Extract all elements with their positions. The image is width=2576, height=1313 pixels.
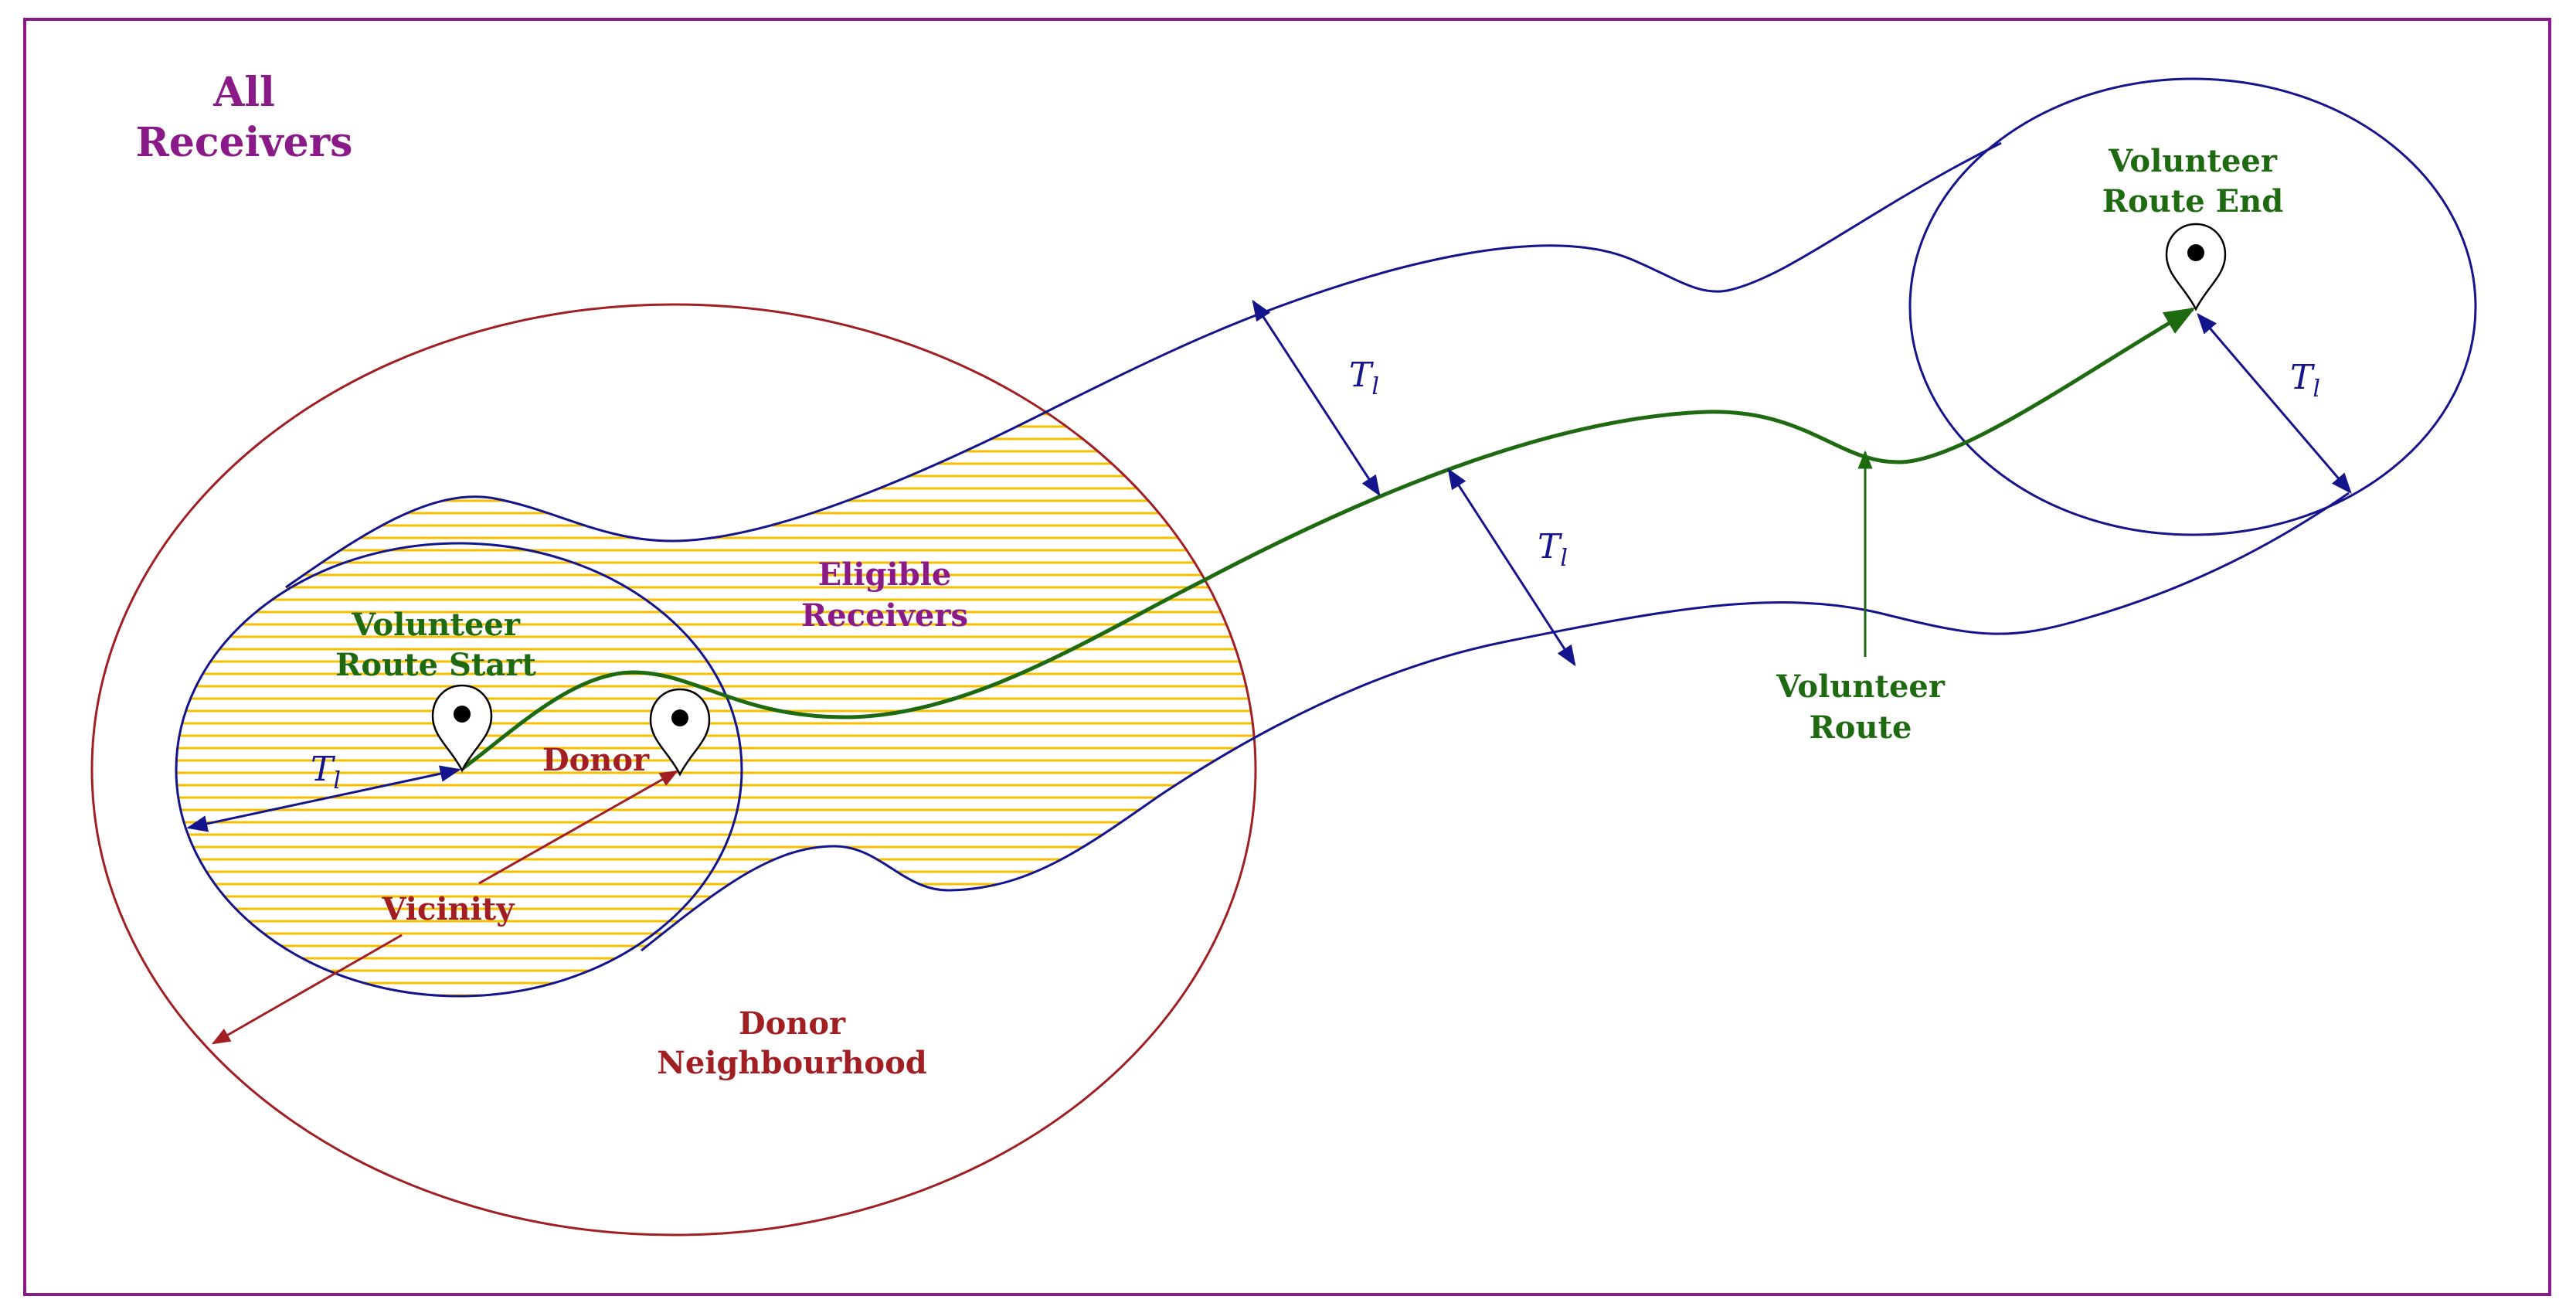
tolerance-label: Tl (2290, 358, 2320, 403)
vicinity-label: Vicinity (381, 891, 515, 927)
tolerance-arrow-corridor-2 (1447, 468, 1576, 667)
tolerance-label: Tl (311, 750, 341, 794)
tolerance-arrow-corridor-1 (1252, 299, 1381, 497)
volunteer-route-start-label-line1: Volunteer (351, 607, 521, 643)
donor-neighbourhood-label-line2: Neighbourhood (657, 1045, 927, 1081)
all-receivers-label: All Receivers (136, 69, 353, 166)
eligible-receivers-label-line2: Receivers (801, 597, 968, 634)
eligible-receivers-label-line1: Eligible (818, 556, 952, 593)
volunteer-route-start-circle (175, 542, 743, 998)
eligible-receivers-label: Eligible Receivers (801, 556, 968, 634)
tolerance-label: Tl (1538, 527, 1568, 572)
route-corridor-outline (285, 141, 2002, 589)
volunteer-route-end-label-line1: Volunteer (2108, 143, 2278, 179)
volunteer-route-label-line1: Volunteer (1776, 668, 1946, 705)
volunteer-route-start-label-line2: Route Start (335, 647, 536, 683)
volunteer-route-end-circle (1908, 77, 2477, 536)
volunteer-route-label-line2: Route (1810, 709, 1912, 746)
tolerance-arrow-start (186, 765, 461, 832)
tolerance-label: Tl (1349, 355, 1379, 400)
donor-neighbourhood-boundary (90, 303, 1257, 1236)
vicinity-arrow-donor (478, 770, 679, 885)
volunteer-route-end-label: Volunteer Route End (2102, 143, 2283, 219)
donor-neighbourhood-label: Donor Neighbourhood (657, 1005, 927, 1081)
volunteer-route-label: Volunteer Route (1776, 668, 1946, 746)
volunteer-route-end-label-line2: Route End (2102, 183, 2283, 219)
volunteer-route-start-label: Volunteer Route Start (335, 607, 536, 683)
donor-neighbourhood-label-line1: Donor (739, 1005, 846, 1042)
map-pin-icon (431, 684, 493, 773)
tolerance-arrow-end (2197, 312, 2352, 495)
all-receivers-label-line2: Receivers (136, 119, 353, 166)
map-pin-icon (2165, 223, 2227, 311)
route-corridor-outline-lower (641, 492, 2350, 952)
map-pin-icon (649, 688, 711, 777)
all-receivers-frame (23, 18, 2551, 1296)
volunteer-route-path (460, 307, 2196, 771)
vicinity-arrow-neighbourhood (211, 934, 403, 1045)
all-receivers-label-line1: All (212, 69, 275, 116)
donor-label: Donor (542, 742, 650, 778)
